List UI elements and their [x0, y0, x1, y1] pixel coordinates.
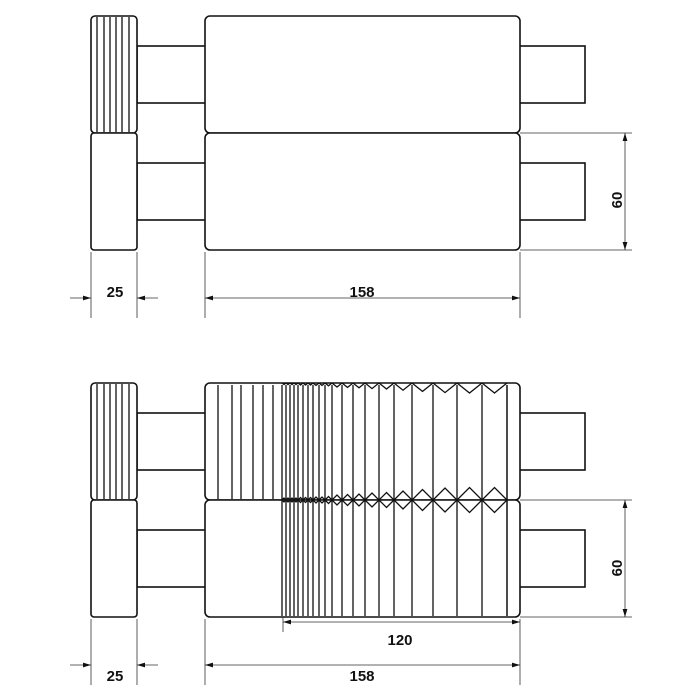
dim-25-bottom: 25 — [107, 668, 124, 685]
groove-notch — [285, 382, 291, 386]
lower-roller — [204, 132, 521, 251]
knurled-wheel — [90, 15, 138, 134]
upper-roller — [204, 15, 521, 134]
dim-158-bottom: 158 — [349, 668, 374, 685]
groove-notch — [324, 382, 333, 387]
groove-notch — [297, 382, 304, 386]
plain-wheel — [90, 499, 138, 618]
lower-roller — [204, 499, 521, 618]
left-shaft-upper — [136, 412, 208, 471]
groove-notch — [331, 382, 343, 388]
dim-60-bottom: 60 — [609, 560, 626, 577]
knurled-wheel — [90, 382, 138, 501]
groove-notch — [481, 382, 508, 394]
groove-notch — [432, 382, 458, 394]
upper-roller — [204, 382, 521, 501]
groove-notch — [293, 382, 299, 386]
dim-120-bottom: 120 — [387, 632, 412, 649]
dim-60-top: 60 — [609, 192, 626, 209]
groove-notch — [318, 382, 326, 387]
left-shaft-lower — [136, 162, 208, 221]
groove-notch — [364, 382, 380, 390]
groove-notch — [378, 382, 395, 390]
dim-25-top: 25 — [107, 284, 124, 301]
grooved-roller-view — [70, 382, 632, 685]
groove-notch — [307, 382, 314, 386]
plain-roller-view — [70, 15, 632, 318]
groove-notch — [312, 382, 320, 387]
left-shaft-upper — [136, 45, 208, 104]
groove-notch — [289, 382, 295, 386]
groove-notch — [393, 382, 413, 392]
right-shaft-lower — [517, 162, 586, 221]
groove-notch — [411, 382, 434, 393]
groove-notch — [281, 382, 287, 386]
right-shaft-upper — [517, 45, 586, 104]
right-shaft-lower — [517, 529, 586, 588]
plain-wheel — [90, 132, 138, 251]
left-shaft-lower — [136, 529, 208, 588]
groove-notch — [456, 382, 483, 394]
groove-notch — [302, 382, 309, 386]
groove-notch — [341, 382, 354, 389]
groove-notch — [352, 382, 366, 389]
right-shaft-upper — [517, 412, 586, 471]
dim-158-top: 158 — [349, 284, 374, 301]
